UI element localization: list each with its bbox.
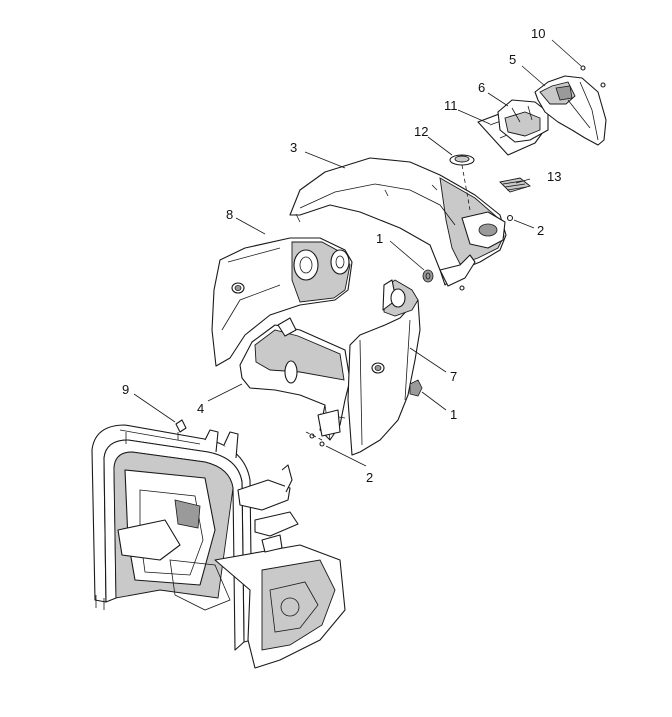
callout-2-lower: 2 xyxy=(366,470,373,485)
callout-1-lower: 1 xyxy=(450,407,457,422)
screw-part-2-upper xyxy=(459,214,514,291)
callout-8: 8 xyxy=(226,207,233,222)
callout-6: 6 xyxy=(478,80,485,95)
clip-part-9 xyxy=(175,419,187,440)
part-6-switch-housing xyxy=(497,99,549,143)
callout-5: 5 xyxy=(509,52,516,67)
part-7-side-panel xyxy=(347,279,421,456)
grommet-part-1-upper xyxy=(422,269,434,283)
callout-11: 11 xyxy=(444,98,458,113)
cap-part-12 xyxy=(449,154,475,166)
callout-4: 4 xyxy=(197,401,204,416)
screws-part-2-lower xyxy=(309,433,325,447)
grommet-part-1-lower xyxy=(409,379,423,397)
callout-13: 13 xyxy=(547,169,561,184)
callout-1-upper: 1 xyxy=(376,231,383,246)
callout-12: 12 xyxy=(414,124,428,139)
callout-7: 7 xyxy=(450,369,457,384)
part-5-top-cover xyxy=(534,65,607,146)
callout-9: 9 xyxy=(122,382,129,397)
part-8-side-shroud xyxy=(211,237,353,367)
callout-3: 3 xyxy=(290,140,297,155)
part-4-lower-panel xyxy=(239,317,351,441)
callout-10: 10 xyxy=(531,26,545,41)
callout-labels: 10 5 6 11 12 3 13 2 8 1 7 1 9 4 2 xyxy=(122,26,561,485)
frame-assembly xyxy=(91,424,346,669)
callout-2-upper: 2 xyxy=(537,223,544,238)
part-3-console-cover xyxy=(289,157,507,287)
leader-lines xyxy=(133,39,582,467)
